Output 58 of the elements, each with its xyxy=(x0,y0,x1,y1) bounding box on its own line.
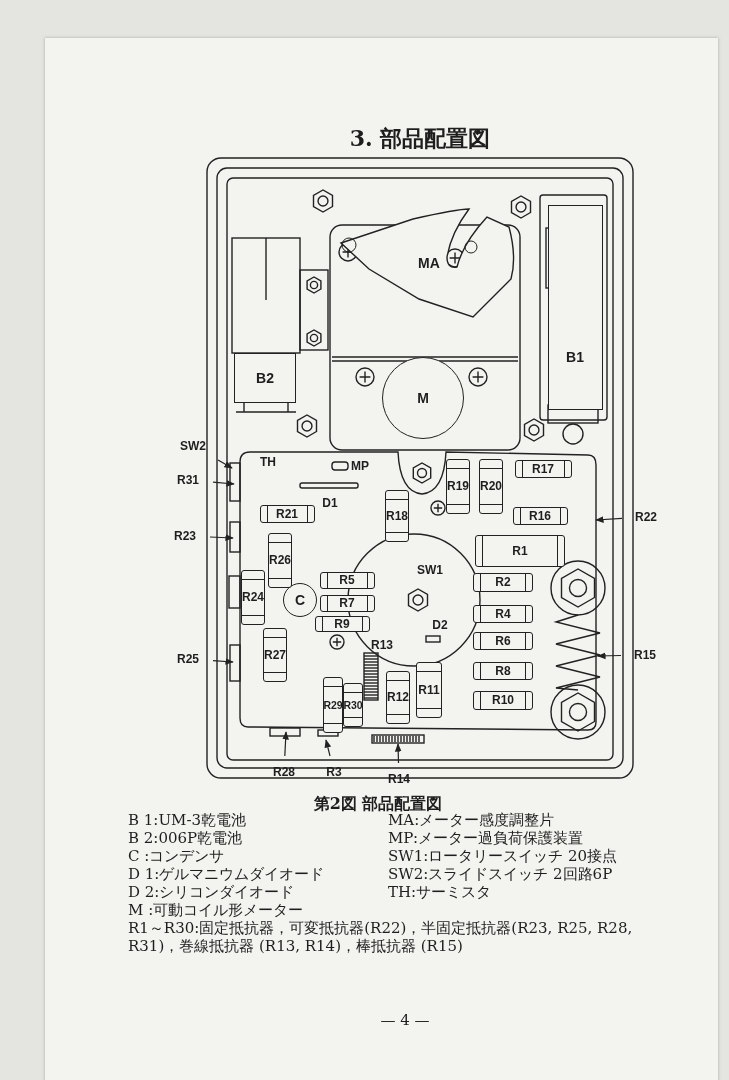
key-entry: B 1:UM-3乾電池 xyxy=(128,811,246,829)
resistor: R21 xyxy=(259,505,315,523)
part-label: MP xyxy=(351,458,369,475)
resistor: R20 xyxy=(479,458,503,514)
resistor: R17 xyxy=(514,460,572,478)
key-entry: TH:サーミスタ xyxy=(388,883,492,901)
battery-holder: B1 xyxy=(547,204,603,410)
key-entry: C :コンデンサ xyxy=(128,847,225,865)
resistor: R29 xyxy=(323,677,343,733)
part-label: R22 xyxy=(631,509,661,525)
resistor: R1 xyxy=(475,535,565,567)
section-title: 3. 部品配置図 xyxy=(349,124,491,152)
part-label: R23 xyxy=(169,528,201,544)
resistor: R19 xyxy=(446,458,470,514)
key-entry: MA:メーター感度調整片 xyxy=(388,811,555,829)
resistor: R18 xyxy=(385,490,409,542)
part-label: D2 xyxy=(432,617,448,634)
resistor: R11 xyxy=(416,662,442,718)
part-label: R3 xyxy=(322,764,346,780)
leader-line xyxy=(217,459,233,469)
battery-holder: B2 xyxy=(234,353,296,403)
leader-line xyxy=(595,516,623,523)
leader-line xyxy=(324,739,332,757)
leader-line xyxy=(394,743,402,764)
leader-line xyxy=(209,534,234,542)
resistor: R27 xyxy=(263,628,287,682)
key-entry: B 2:006P乾電池 xyxy=(128,829,243,847)
key-entry: SW1:ロータリースイッチ 20接点 xyxy=(388,847,618,865)
leader-line xyxy=(212,480,235,487)
leader-line xyxy=(212,658,234,665)
part-label: R28 xyxy=(269,764,299,780)
part-label: R25 xyxy=(172,651,204,667)
part-label: R15 xyxy=(630,647,660,663)
leader-line xyxy=(282,731,289,757)
part-label: SW2 xyxy=(177,438,209,454)
resistor: R16 xyxy=(512,507,568,525)
part-label: R31 xyxy=(172,472,204,488)
page-number: — 4 — xyxy=(380,1011,430,1029)
resistor: R24 xyxy=(241,569,265,625)
resistor: R6 xyxy=(473,632,533,650)
part-label: D1 xyxy=(322,495,338,512)
resistor: R12 xyxy=(386,670,410,724)
leader-line xyxy=(597,652,622,660)
resistor: R9 xyxy=(314,616,370,632)
resistor: R8 xyxy=(473,662,533,680)
resistor: R26 xyxy=(268,532,292,588)
part-label: R13 xyxy=(371,637,393,654)
key-entry: R1～R30:固定抵抗器，可変抵抗器(R22)，半固定抵抗器(R23, R25, R28, R31)，巻線抵抗器 (R13, R14)，棒抵抗器 (R15) xyxy=(128,919,634,955)
part-label: SW1 xyxy=(415,562,445,578)
key-entry: M :可動コイル形メーター xyxy=(128,901,304,919)
resistor: R4 xyxy=(473,605,533,623)
key-entry: D 2:シリコンダイオード xyxy=(128,883,295,901)
figure-caption: 第2図 部品配置図 xyxy=(313,795,443,813)
resistor: R30 xyxy=(343,683,363,727)
key-entry: SW2:スライドスイッチ 2回路6P xyxy=(388,865,613,883)
key-entry: D 1:ゲルマニウムダイオード xyxy=(128,865,325,883)
key-entry: MP:メーター過負荷保護装置 xyxy=(388,829,583,847)
part-label: TH xyxy=(260,454,276,471)
